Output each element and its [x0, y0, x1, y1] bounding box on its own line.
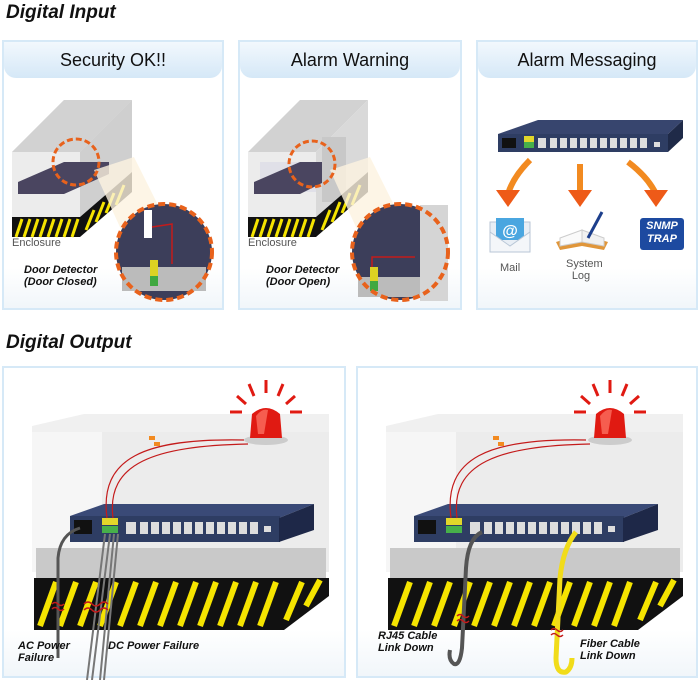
detector-label-line2: (Door Closed) [24, 276, 97, 288]
system-log-label-line2: Log [571, 270, 591, 282]
detector-label-line1: Door Detector [24, 264, 98, 276]
digital-output-title: Digital Output [6, 332, 132, 353]
snmp-label: SNMP [646, 220, 678, 232]
system-log-label-line1: System [566, 258, 603, 270]
system-log-icon [556, 211, 608, 250]
switch [254, 162, 340, 194]
security-ok-panel: Security OK!! Enclosure Door Dete [2, 40, 224, 310]
fiber-label-line2: Link Down [580, 650, 636, 662]
switch-top [498, 120, 683, 134]
arrow-head-log [568, 190, 592, 207]
mail-icon: @ [489, 218, 531, 253]
cable-break-marks [51, 601, 109, 613]
enclosure-label: Enclosure [248, 237, 297, 249]
dc-power-label: DC Power Failure [108, 640, 200, 652]
fiber-label-line1: Fiber Cable [580, 638, 640, 650]
switch-top [70, 504, 314, 518]
digital-input-title: Digital Input [6, 2, 116, 23]
detector-label-line1: Door Detector [266, 264, 340, 276]
power-failure-panel: AC Power Failure DC Power Failure [2, 366, 346, 680]
door-closed-illustration [12, 100, 214, 302]
door-open-illustration [248, 100, 450, 302]
svg-text:@: @ [502, 223, 518, 240]
arrow-head-mail [496, 190, 520, 207]
alarm-wire [449, 439, 587, 519]
link-down-illustration [386, 380, 683, 675]
power-failure-illustration [32, 380, 329, 680]
enclosure-label: Enclosure [12, 237, 61, 249]
alarm-wire [105, 439, 245, 519]
alarm-light-icon [574, 380, 646, 445]
alarm-light-icon [230, 380, 302, 445]
ac-power-label-line2: Failure [18, 652, 55, 664]
ac-power-label-line1: AC Power [18, 640, 70, 652]
panel-header: Security OK!! [4, 42, 222, 78]
zoom-circle-small [51, 137, 101, 187]
snmp-trap-icon [640, 218, 684, 250]
rj45-cable [447, 530, 483, 667]
rj45-label-line1: RJ45 Cable [378, 630, 438, 642]
arrow-head-snmp [644, 190, 668, 207]
arrows [505, 157, 659, 196]
dc-power-cable [86, 533, 106, 680]
cable-break-marks [456, 613, 564, 638]
mail-label: Mail [500, 262, 521, 274]
link-down-panel: RJ45 Cable Link Down Fiber Cable Link Do… [356, 366, 698, 678]
snmp-trap-label: SNMP TRAP [640, 220, 684, 246]
alarm-messaging-panel: Alarm Messaging [476, 40, 698, 310]
hazard-stripes [391, 578, 677, 628]
ac-power-cable [56, 526, 81, 658]
switch [18, 162, 109, 194]
detector-label-line2: (Door Open) [266, 276, 331, 288]
panel-header: Alarm Messaging [478, 42, 696, 78]
trap-label: TRAP [647, 233, 677, 245]
panel-header: Alarm Warning [240, 42, 460, 78]
fiber-cable [553, 530, 578, 675]
rj45-label-line2: Link Down [378, 642, 434, 654]
alarm-messaging-illustration: @ [489, 120, 684, 253]
alarm-warning-panel: Alarm Warning Enclosure Door Detector (D… [238, 40, 462, 310]
